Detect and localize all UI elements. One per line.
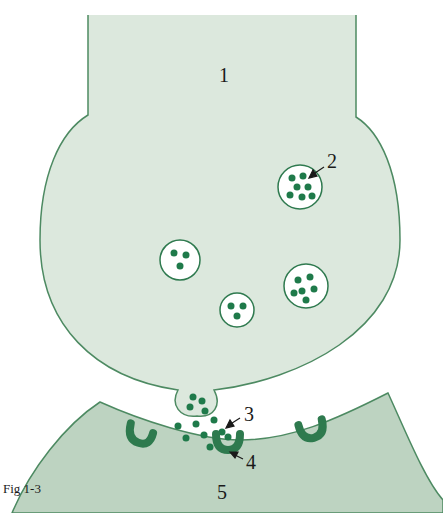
- vesicle: [278, 165, 322, 209]
- callout-number: 4: [246, 452, 256, 472]
- receptor: [127, 423, 154, 445]
- vesicles: [160, 165, 328, 327]
- vesicle: [160, 240, 200, 280]
- callout-number: 5: [217, 482, 227, 502]
- figure-label: Fig 1-3: [3, 482, 41, 495]
- leader-lines: [226, 167, 324, 459]
- receptors: [127, 419, 326, 450]
- presynaptic-outline: [40, 15, 400, 416]
- presynaptic-terminal: [40, 15, 400, 416]
- callout-number: 2: [327, 151, 337, 171]
- postsynaptic-cell: [12, 393, 443, 513]
- vesicle: [284, 264, 328, 308]
- callout-number: 3: [244, 404, 254, 424]
- neurotransmitter-dots: [171, 173, 318, 451]
- leader-arrowhead: [309, 170, 317, 178]
- callout-number: 1: [219, 65, 229, 85]
- leader-arrowhead: [230, 452, 238, 458]
- leader-arrowhead: [226, 420, 234, 428]
- receptor: [298, 419, 325, 440]
- receptor: [216, 434, 240, 450]
- vesicle: [220, 293, 254, 327]
